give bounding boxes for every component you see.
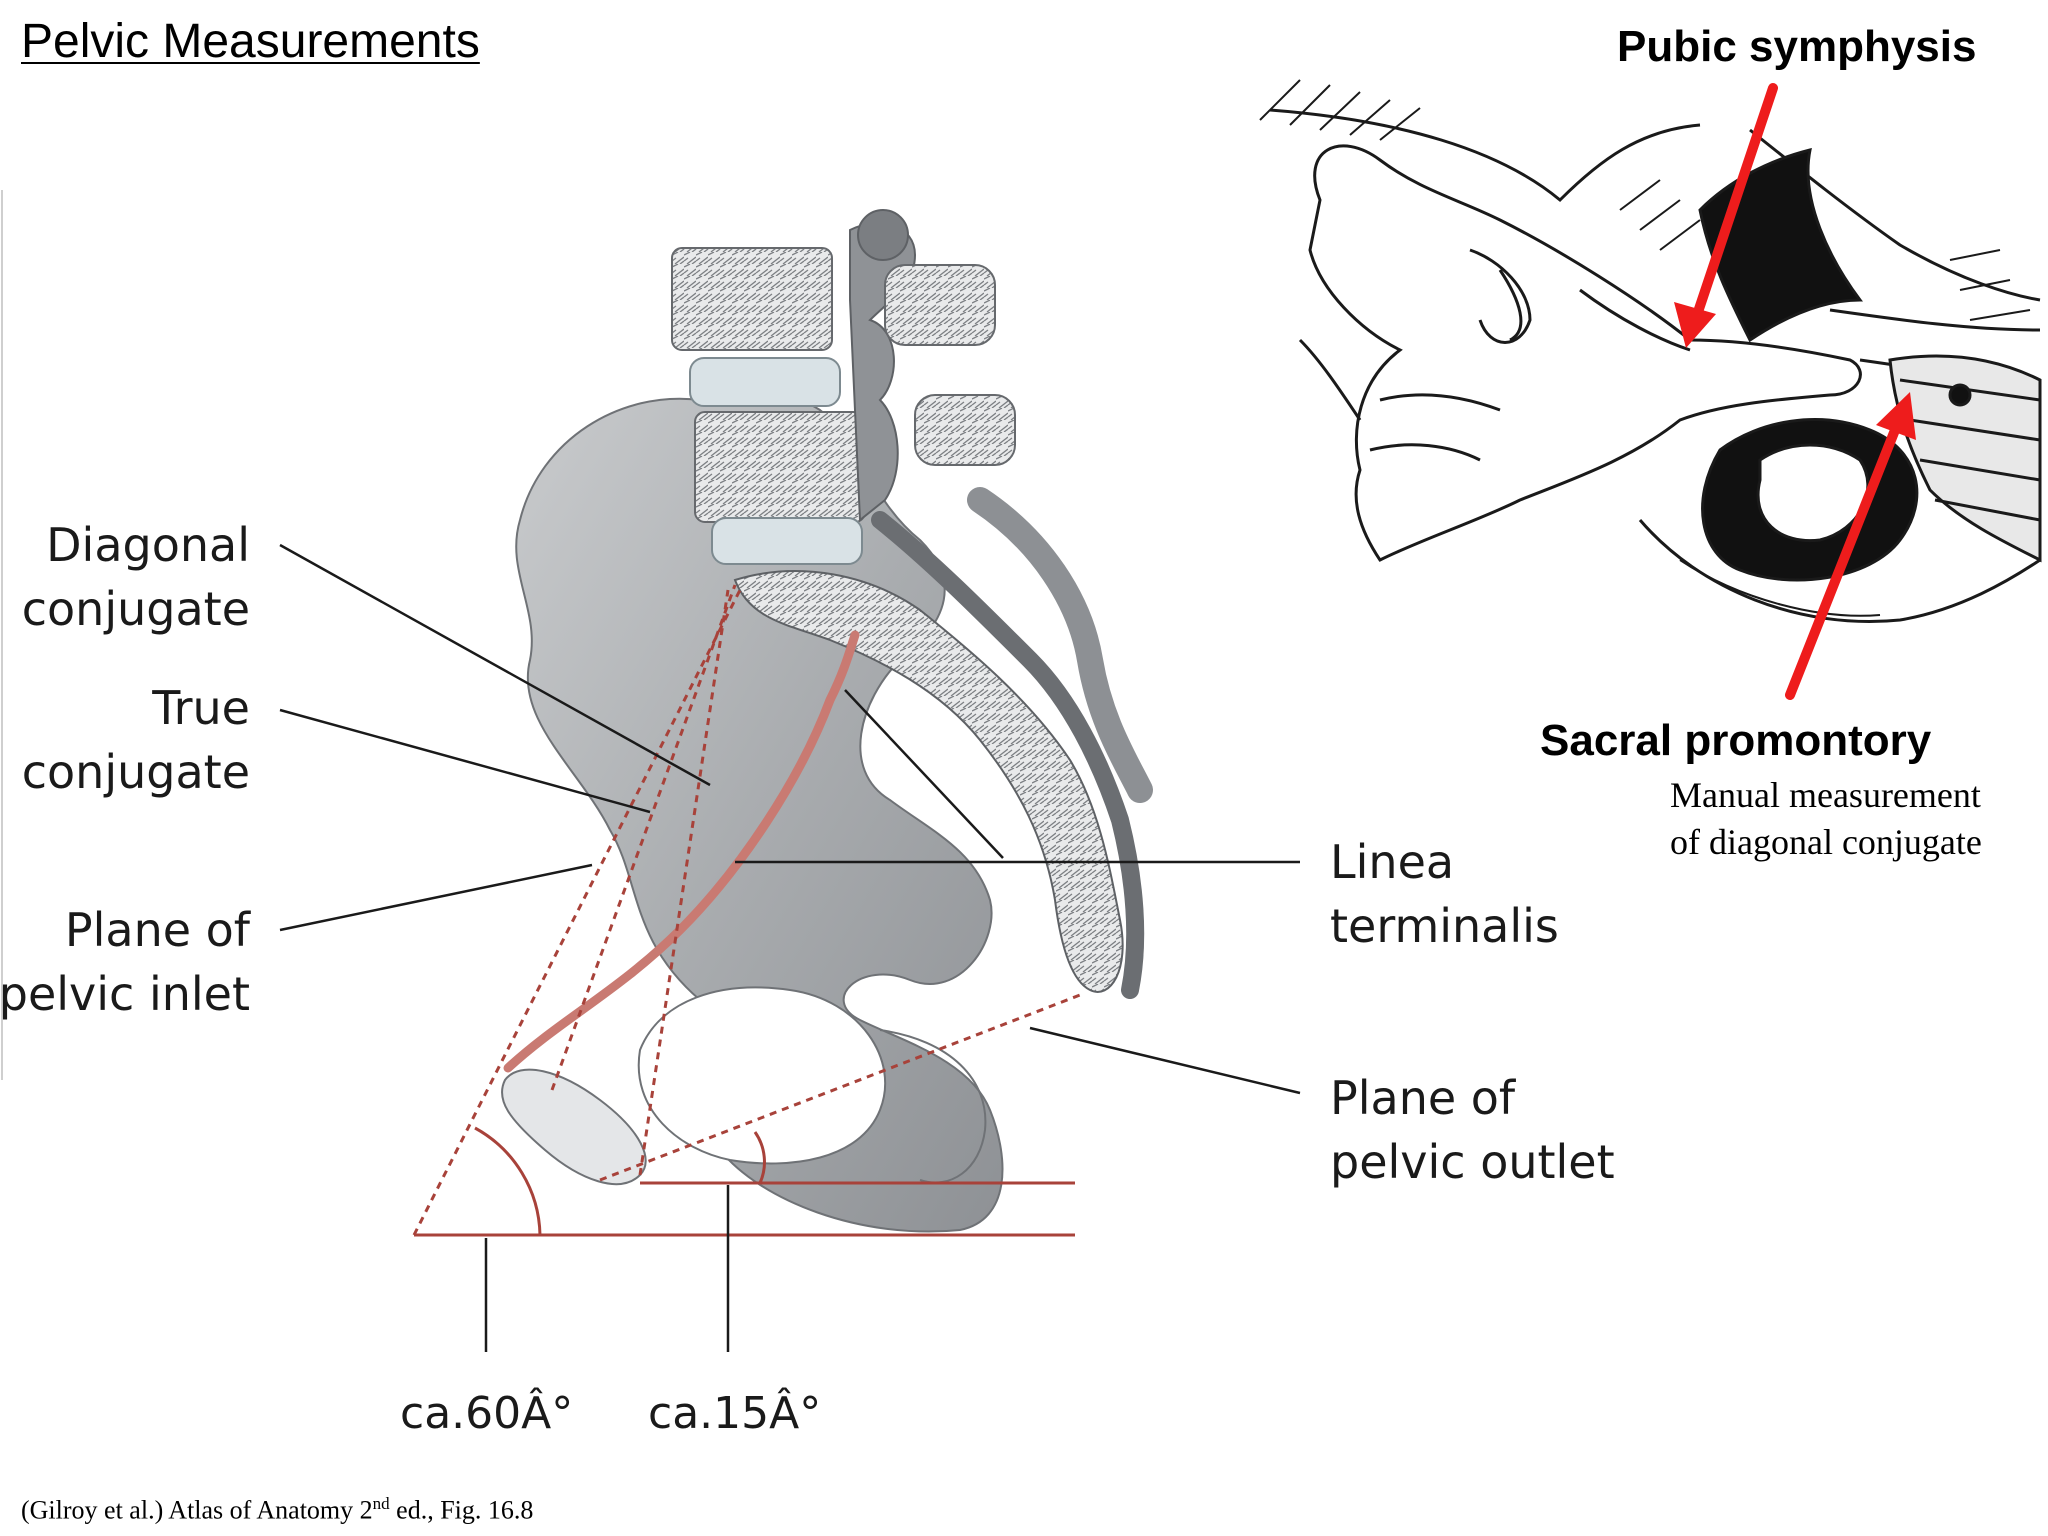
label-true-conjugate-line1: True [152, 681, 250, 735]
label-plane-pelvic-outlet-line1: Plane of [1330, 1071, 1516, 1125]
manual-exam-illustration [1259, 79, 2042, 624]
label-linea-terminalis: Linea terminalis [1330, 830, 1559, 958]
label-diagonal-conjugate-line2: conjugate [21, 582, 250, 636]
citation: (Gilroy et al.) Atlas of Anatomy 2nd ed.… [21, 1494, 533, 1526]
inset-caption: Manual measurement of diagonal conjugate [1670, 772, 1982, 866]
label-diagonal-conjugate: Diagonal conjugate [22, 513, 250, 641]
citation-text-end: ed., Fig. 16.8 [389, 1495, 534, 1525]
leader-lines [279, 543, 1301, 1352]
arrow-to-sacral-promontory [1785, 392, 1916, 700]
angle-label-inlet: ca.60Â° [400, 1388, 574, 1439]
lumbar-vertebrae [671, 209, 1016, 565]
angle-label-outlet: ca.15Â° [648, 1388, 822, 1439]
horizontal-reference-lines [414, 1181, 1075, 1237]
label-plane-pelvic-outlet-line2: pelvic outlet [1330, 1135, 1615, 1189]
label-linea-terminalis-line2: terminalis [1330, 899, 1559, 953]
citation-text: (Gilroy et al.) Atlas of Anatomy 2 [21, 1495, 373, 1525]
outlet-angle-arc [753, 1131, 766, 1184]
label-plane-pelvic-inlet-line2: pelvic inlet [0, 967, 250, 1021]
label-diagonal-conjugate-line1: Diagonal [46, 518, 250, 572]
citation-superscript: nd [372, 1494, 390, 1513]
sacrum [733, 487, 1153, 999]
label-plane-pelvic-inlet: Plane of pelvic inlet [0, 898, 250, 1026]
label-sacral-promontory: Sacral promontory [1540, 716, 1932, 765]
label-linea-terminalis-line1: Linea [1330, 835, 1455, 889]
inset-caption-line1: Manual measurement [1670, 775, 1981, 815]
page-title: Pelvic Measurements [21, 15, 480, 68]
arrow-to-pubic-symphysis [1674, 83, 1778, 348]
label-true-conjugate: True conjugate [22, 676, 250, 804]
dotted-planes [412, 584, 1081, 1236]
label-plane-pelvic-outlet: Plane of pelvic outlet [1330, 1066, 1615, 1194]
label-pubic-symphysis: Pubic symphysis [1617, 22, 1977, 71]
label-plane-pelvic-inlet-line1: Plane of [64, 903, 250, 957]
inset-caption-line2: of diagonal conjugate [1670, 822, 1982, 862]
inlet-angle-arc [474, 1126, 542, 1236]
label-true-conjugate-line2: conjugate [21, 745, 250, 799]
linea-terminalis-line [503, 630, 860, 1073]
